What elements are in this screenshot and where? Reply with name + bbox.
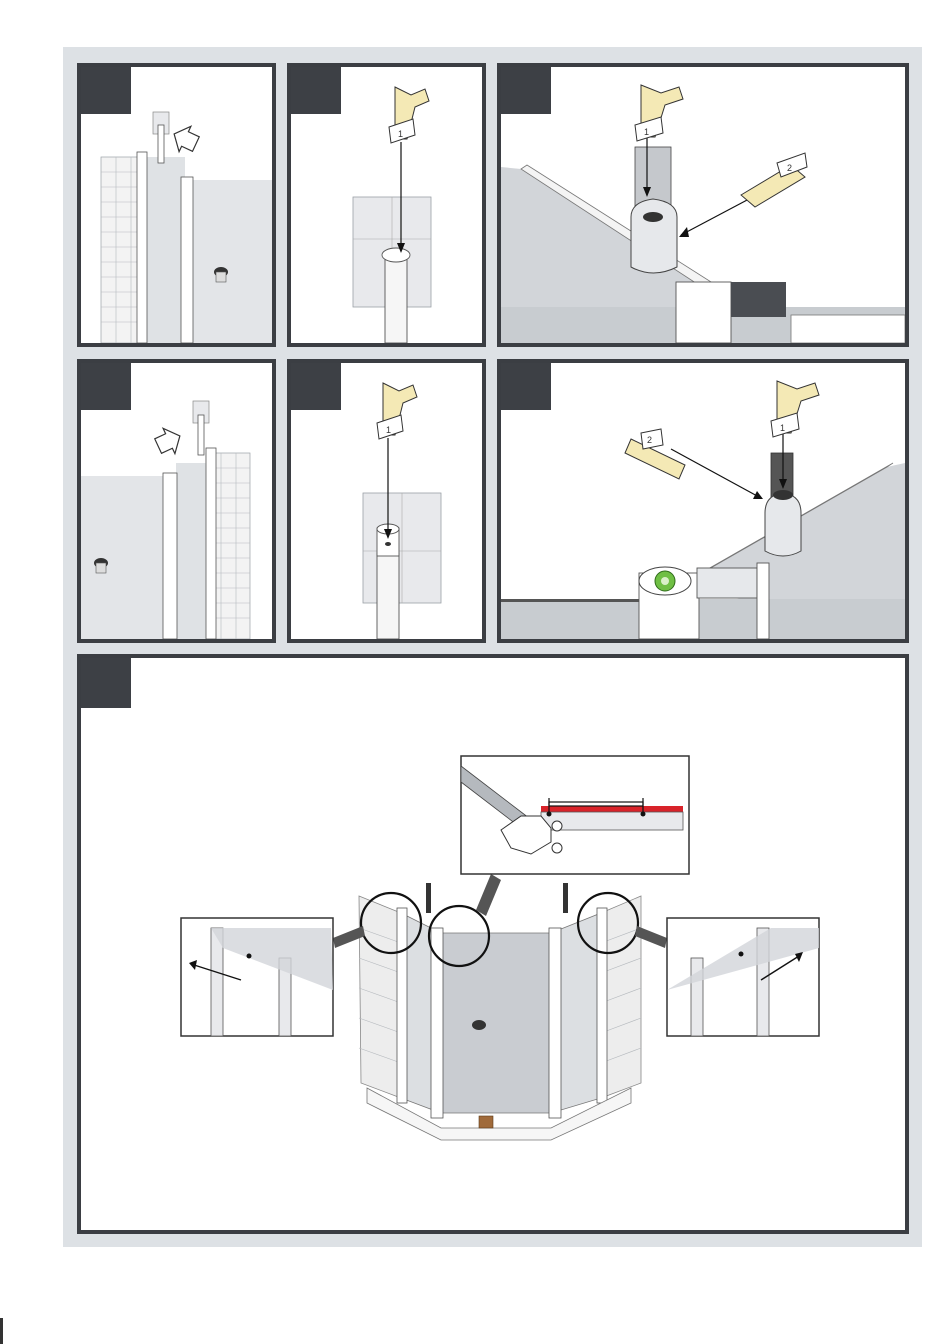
shower-enclosure — [359, 883, 641, 1140]
connector-icon — [765, 493, 801, 556]
step-3-panel: 1 2 — [497, 63, 909, 347]
insert-arrow-icon — [152, 423, 186, 459]
step-2-panel: 1 — [287, 63, 486, 347]
step-6-panel: 1 2 — [497, 359, 909, 643]
rod-icon — [377, 553, 399, 639]
key-number-1: 1 — [386, 425, 391, 435]
rod-icon — [385, 257, 407, 343]
instruction-sheet: 1 1 2 — [63, 47, 922, 1247]
connector-icon — [631, 199, 677, 273]
detail-callout-right — [667, 918, 819, 1036]
page-edge-mark — [0, 1318, 3, 1344]
step-5-illustration: 1 — [291, 363, 482, 639]
step-1-illustration — [81, 67, 272, 343]
step-1-panel — [77, 63, 276, 347]
step-5-panel: 1 — [287, 359, 486, 643]
key-number-1: 1 — [644, 127, 649, 137]
step-4-panel — [77, 359, 276, 643]
step-6-illustration: 1 2 — [501, 363, 905, 639]
detail-callout — [461, 756, 689, 874]
step-2-illustration: 1 — [291, 67, 482, 343]
step-7-illustration — [81, 658, 905, 1230]
key-number-1: 1 — [398, 129, 403, 139]
step-4-illustration — [81, 363, 272, 639]
insert-arrow-icon — [168, 121, 202, 157]
detail-callout-left — [181, 918, 333, 1036]
key-number-1: 1 — [780, 423, 785, 433]
key-number-2: 2 — [787, 163, 792, 173]
step-3-illustration: 1 2 — [501, 67, 905, 343]
key-number-2: 2 — [647, 435, 652, 445]
step-7-panel — [77, 654, 909, 1234]
